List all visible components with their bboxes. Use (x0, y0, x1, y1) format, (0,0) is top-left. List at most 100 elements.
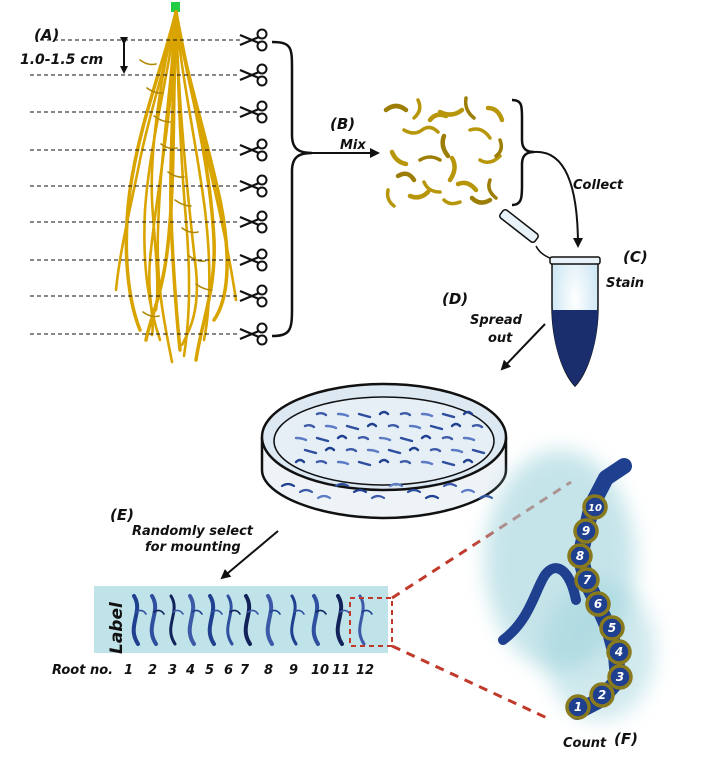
root-number: 10 (311, 663, 329, 678)
root-strand (156, 10, 178, 364)
count-number: 3 (616, 670, 624, 684)
root-no-label: Root no. (52, 663, 113, 678)
spread-label-line2: out (488, 331, 513, 346)
root-fragment (478, 154, 502, 164)
dish-root-fragment (316, 494, 332, 500)
root-fragment (389, 149, 409, 167)
collect-arrow (533, 150, 583, 248)
root-strand (174, 10, 216, 362)
count-number: 6 (594, 597, 602, 611)
dish-root-fragment (378, 458, 390, 464)
dish-root-fragment (387, 448, 402, 455)
root-fragment (469, 195, 493, 205)
root-number: 2 (148, 663, 157, 678)
mounted-root (226, 594, 234, 646)
lateral-rootlet (142, 311, 160, 318)
count-marker (565, 694, 591, 720)
dish-root-fragment (345, 424, 360, 431)
lateral-rootlet (146, 87, 164, 94)
dish-root-fragment (378, 436, 392, 442)
mounted-root (243, 594, 252, 646)
mounted-rootlet (293, 609, 305, 615)
count-number: 5 (608, 621, 616, 635)
slide-label: Label (107, 601, 127, 654)
dish-root-fragment (387, 424, 400, 429)
mounted-rootlet (211, 609, 223, 615)
dish-root-fragment (441, 460, 456, 467)
dish-root-fragment (345, 448, 358, 453)
count-number: 10 (588, 503, 602, 514)
count-marker (607, 664, 633, 690)
root-number: 4 (185, 663, 195, 678)
mix-label: Mix (340, 138, 366, 153)
root-number: 5 (205, 663, 214, 678)
dish-root-fragment (462, 458, 474, 464)
spread-label-line1: Spread (470, 313, 523, 328)
dish-root-fragment (334, 482, 350, 488)
scissors-icon (239, 322, 268, 346)
dish-root-fragment (357, 412, 372, 419)
dish-root-fragment (471, 448, 486, 455)
count-label: Count (563, 736, 607, 751)
mounted-rootlet (269, 609, 281, 615)
count-number: 9 (582, 524, 590, 538)
mounted-rootlet (153, 609, 165, 615)
root-strand (124, 10, 178, 332)
dish-root-fragment (280, 482, 296, 488)
mounted-root (169, 594, 177, 646)
root-fragment (395, 171, 417, 183)
dish-root-fragment (298, 488, 314, 494)
count-marker (606, 639, 632, 665)
tube-rim (549, 256, 601, 265)
count-number: 8 (576, 549, 584, 563)
mounted-rootlet (361, 609, 373, 615)
dish-root-fragment (366, 448, 380, 454)
dish-root-fragment (357, 460, 372, 467)
dish-root-fragment (399, 412, 412, 417)
dish-root-fragment (294, 436, 308, 442)
dish-root-fragment (406, 488, 422, 494)
count-number: 2 (598, 688, 606, 702)
mounted-rootlet (247, 609, 259, 615)
dish-root-fragment (336, 412, 350, 418)
root-number: 7 (240, 663, 250, 678)
dish-root-fragment (420, 412, 434, 418)
root-fragment (418, 155, 442, 162)
label-f: (F) (614, 730, 638, 748)
count-number: 1 (574, 700, 582, 714)
spread-arrow (500, 323, 546, 371)
label-b: (B) (330, 115, 355, 133)
brace-cut-segments (271, 40, 313, 338)
root-strand (174, 10, 211, 342)
count-marker (573, 518, 599, 544)
count-marker (589, 682, 615, 708)
count-marker (567, 543, 593, 569)
mounted-root (131, 594, 140, 646)
stain-tube (499, 208, 601, 388)
dish-root-fragment (408, 446, 420, 452)
root-strand (150, 10, 178, 312)
scissors-icon (239, 210, 268, 234)
mounted-root (187, 594, 196, 646)
dish-root-fragment (441, 412, 456, 419)
random-label-line1: Randomly select (132, 524, 254, 539)
zoom-line-bottom (391, 644, 548, 720)
microscope-slide: Label (94, 586, 393, 654)
dish-root-fragment (294, 458, 306, 464)
dish-root-fragment (399, 460, 412, 465)
dish-root-fragment (420, 434, 432, 440)
dish-root-fragment (462, 410, 474, 416)
dish-root-fragment (315, 460, 328, 465)
scissors-icon (239, 28, 268, 52)
scissors-icon (239, 174, 268, 198)
brace-fragments (511, 98, 535, 207)
scissors-icon (239, 248, 268, 272)
lateral-rootlet (139, 59, 157, 66)
mount-arrow (220, 530, 279, 580)
mounted-rootlet (229, 609, 241, 615)
mounted-rootlet (172, 609, 184, 615)
lateral-rootlet (167, 171, 185, 178)
